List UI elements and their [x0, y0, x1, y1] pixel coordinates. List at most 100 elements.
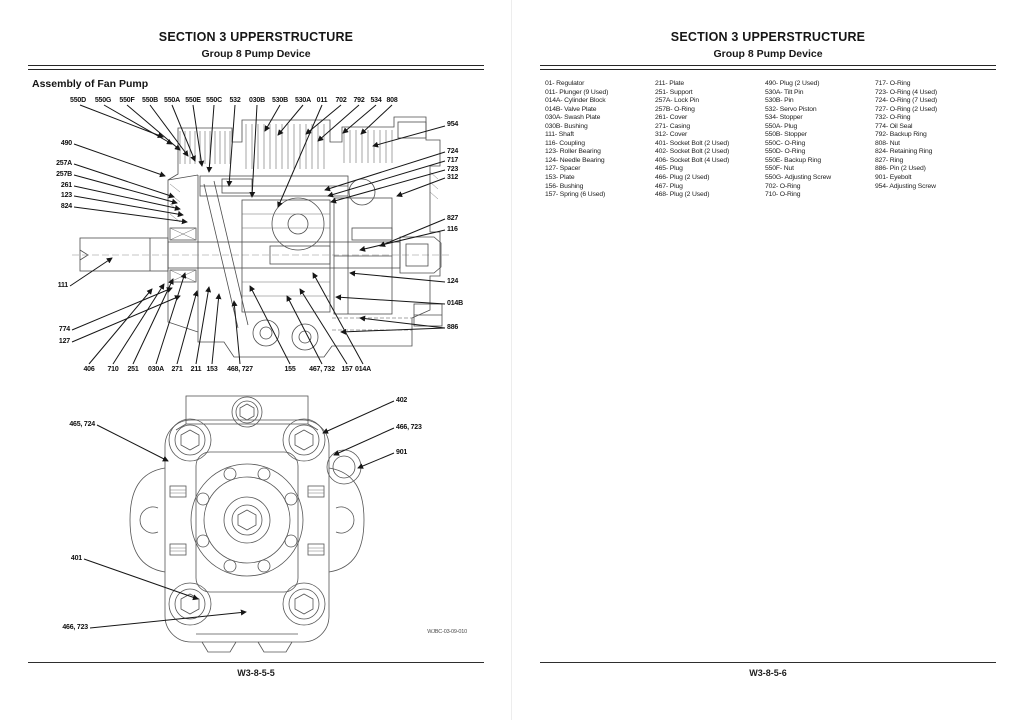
callout-label: 954 — [447, 121, 459, 128]
leader-lines — [69, 104, 446, 629]
part-item: 550E- Backup Ring — [765, 156, 822, 164]
part-item: 257A- Lock Pin — [655, 97, 699, 105]
callout-label: 123 — [60, 192, 72, 199]
page-header-right: SECTION 3 UPPERSTRUCTURE Group 8 Pump De… — [540, 30, 996, 70]
page-number-right: W3-8-5-6 — [749, 668, 787, 678]
part-item: 211- Plate — [655, 80, 684, 87]
part-item: 710- O-Ring — [765, 191, 801, 199]
part-item: 127- Spacer — [545, 165, 581, 173]
callout-label: 550D — [70, 97, 86, 104]
callout-label: 401 — [70, 555, 82, 562]
callout-label: 155 — [284, 366, 296, 373]
callout-label: 124 — [447, 278, 459, 285]
part-item: 732- O-Ring — [875, 114, 911, 122]
part-item: 886- Pin (2 Used) — [875, 165, 926, 173]
part-item: 468- Plug (2 Used) — [655, 191, 710, 199]
callout-label: 127 — [58, 338, 70, 345]
callout-label: 312 — [447, 174, 459, 181]
callout-label: 116 — [447, 226, 458, 233]
part-item: 156- Bushing — [545, 182, 584, 190]
part-item: 402- Socket Bolt (2 Used) — [655, 148, 730, 156]
part-item: 550C- O-Ring — [765, 139, 806, 147]
part-item: 827- Ring — [875, 156, 904, 164]
callout-label: 467, 732 — [309, 366, 335, 373]
part-item: 01- Regulator — [545, 80, 585, 87]
callout-label: 702 — [335, 97, 347, 104]
callout-label: 011 — [316, 97, 328, 104]
part-item: 792- Backup Ring — [875, 131, 927, 139]
part-item: 271- Casing — [655, 122, 690, 130]
part-item: 030B- Bushing — [545, 122, 588, 130]
callout-label: 792 — [353, 97, 365, 104]
section-title: SECTION 3 UPPERSTRUCTURE — [158, 30, 354, 44]
callout-label: 550E — [185, 97, 201, 104]
part-item: 532- Servo Piston — [765, 105, 817, 113]
callout-label: 406 — [83, 366, 95, 373]
manual-page-right: SECTION 3 UPPERSTRUCTURE Group 8 Pump De… — [512, 0, 1024, 720]
callout-label: 550A — [164, 97, 180, 104]
part-item: 251- Support — [655, 88, 693, 96]
part-item: 550F- Nut — [765, 165, 794, 173]
callout-label: 808 — [386, 97, 398, 104]
callout-label: 550C — [206, 97, 222, 104]
fan-pump-cross-section — [72, 116, 450, 358]
callout-label: 724 — [447, 148, 459, 155]
callout-label: 550B — [142, 97, 158, 104]
callout-label: 530A — [295, 97, 311, 104]
footer-rule — [540, 662, 996, 663]
section-title: SECTION 3 UPPERSTRUCTURE — [670, 30, 866, 44]
part-item: 116- Coupling — [545, 139, 585, 147]
callout-label: 534 — [370, 97, 382, 104]
callout-label: 465, 724 — [69, 421, 95, 428]
callout-label: 030A — [148, 366, 164, 373]
page-number-left: W3-8-5-5 — [237, 668, 275, 678]
part-item: 717- O-Ring — [875, 80, 911, 87]
part-item: 401- Socket Bolt (2 Used) — [655, 139, 730, 147]
part-item: 157- Spring (6 Used) — [545, 191, 606, 199]
callout-label: 827 — [447, 215, 459, 222]
callout-label: 211 — [190, 366, 202, 373]
part-item: 824- Retaining Ring — [875, 148, 933, 156]
fan-pump-end-view — [129, 395, 365, 653]
part-item: 261- Cover — [655, 114, 688, 122]
part-item: 490- Plug (2 Used) — [765, 80, 820, 87]
part-item: 724- O-Ring (7 Used) — [875, 97, 937, 105]
footer-rule — [28, 662, 484, 663]
part-item: 550D- O-Ring — [765, 148, 806, 156]
callout-label: 532 — [229, 97, 241, 104]
part-item: 774- Oil Seal — [875, 122, 913, 130]
callout-label: 261 — [60, 182, 72, 189]
part-item: 466- Plug (2 Used) — [655, 174, 710, 182]
callout-label: 550F — [119, 97, 135, 104]
part-item: 406- Socket Bolt (4 Used) — [655, 156, 730, 164]
header-rule — [28, 65, 484, 70]
callout-label: 886 — [447, 324, 459, 331]
callout-label: 550G — [94, 97, 112, 104]
callout-label: 717 — [447, 157, 459, 164]
part-item: 111- Shaft — [545, 131, 574, 139]
part-item: 550A- Plug — [765, 122, 798, 130]
callout-label: 111 — [57, 282, 69, 289]
part-item: 723- O-Ring (4 Used) — [875, 88, 937, 96]
figure-code: WJBC-03-09-010 — [427, 629, 467, 635]
part-item: 954- Adjusting Screw — [875, 182, 936, 190]
page-header-left: SECTION 3 UPPERSTRUCTURE Group 8 Pump De… — [28, 30, 484, 70]
callout-label: 014B — [447, 300, 463, 307]
part-item: 530A- Tilt Pin — [765, 88, 804, 96]
callout-label: 824 — [60, 203, 72, 210]
callout-label: 466, 723 — [396, 424, 422, 431]
part-item: 257B- O-Ring — [655, 105, 695, 113]
part-item: 550G- Adjusting Screw — [765, 174, 831, 182]
callout-label: 723 — [447, 166, 459, 173]
callout-label: 901 — [396, 449, 408, 456]
callout-label: 271 — [171, 366, 183, 373]
part-item: 312- Cover — [655, 131, 688, 139]
page-divider — [511, 0, 512, 720]
group-subtitle: Group 8 Pump Device — [713, 48, 823, 60]
